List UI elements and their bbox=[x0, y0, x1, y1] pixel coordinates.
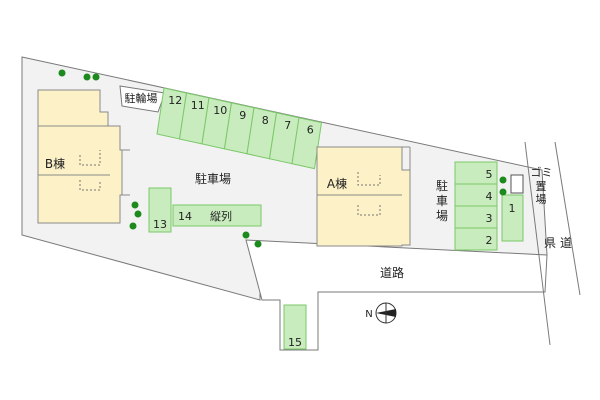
tree-icon bbox=[131, 201, 139, 209]
svg-text:駐: 駐 bbox=[436, 178, 448, 193]
parking-space-label: 6 bbox=[307, 124, 314, 137]
parking-space-14: 14 縦列 bbox=[172, 204, 262, 227]
building-b-label: B棟 bbox=[45, 156, 65, 171]
bicycle-parking-label: 駐輪場 bbox=[125, 91, 158, 105]
parking-space-label: 11 bbox=[191, 99, 205, 112]
tree-icon bbox=[129, 222, 137, 230]
tandem-label: 縦列 bbox=[210, 209, 232, 223]
parking-space-label: 7 bbox=[284, 119, 291, 132]
svg-text:13: 13 bbox=[153, 218, 167, 231]
svg-text:県: 県 bbox=[544, 236, 556, 250]
tree-icon bbox=[134, 210, 142, 218]
parking-space-label: 10 bbox=[213, 104, 227, 117]
tree-icon bbox=[499, 176, 507, 184]
trees bbox=[58, 69, 507, 248]
parking-space-label: 12 bbox=[168, 94, 182, 107]
tree-icon bbox=[499, 188, 507, 196]
svg-text:1: 1 bbox=[509, 202, 516, 215]
parking-space-2 bbox=[454, 227, 498, 251]
building-a: A棟 bbox=[316, 146, 411, 247]
parking-right-label: 駐 車 場 bbox=[436, 178, 448, 223]
svg-text:15: 15 bbox=[288, 336, 302, 349]
parking-main-label: 駐車場 bbox=[195, 171, 231, 186]
bicycle-parking-area bbox=[119, 85, 166, 113]
svg-text:ミ: ミ bbox=[542, 166, 553, 179]
parking-space-label: 9 bbox=[239, 109, 246, 122]
parking-space-label: 2 bbox=[486, 234, 493, 247]
svg-text:道: 道 bbox=[560, 236, 572, 250]
compass-icon: N bbox=[365, 302, 397, 324]
building-a-label: A棟 bbox=[327, 176, 347, 191]
prefectural-road-edge-right bbox=[554, 141, 581, 296]
tree-icon bbox=[83, 73, 91, 81]
parking-space-6 bbox=[291, 117, 323, 170]
road-label: 道路 bbox=[380, 265, 404, 280]
svg-text:14: 14 bbox=[178, 210, 192, 223]
svg-text:ゴ: ゴ bbox=[531, 165, 542, 179]
parking-space-label: 4 bbox=[486, 190, 493, 203]
tree-icon bbox=[58, 69, 66, 77]
parking-space-1: 1 bbox=[501, 194, 524, 242]
parking-space-label: 5 bbox=[486, 168, 493, 181]
top-row-parking: 12 11 10 9 8 7 6 bbox=[156, 87, 323, 170]
parking-space-13: 13 bbox=[148, 187, 172, 233]
tree-icon bbox=[92, 73, 100, 81]
svg-text:N: N bbox=[365, 309, 372, 320]
tree-icon bbox=[242, 231, 250, 239]
road bbox=[245, 239, 548, 351]
prefectural-road-label: 県 道 bbox=[544, 236, 572, 250]
svg-text:場: 場 bbox=[436, 209, 448, 223]
svg-text:置: 置 bbox=[536, 180, 547, 193]
tree-icon bbox=[254, 240, 262, 248]
parking-space-label: 3 bbox=[486, 212, 493, 225]
parking-space-15: 15 bbox=[283, 304, 307, 350]
garbage-area: ゴ ミ 置 場 bbox=[510, 165, 553, 206]
svg-text:車: 車 bbox=[436, 194, 448, 208]
prefectural-road-edge-left bbox=[524, 141, 551, 346]
right-parking-stack: 5 4 3 2 bbox=[454, 161, 498, 251]
parking-space-label: 8 bbox=[262, 114, 269, 127]
svg-text:場: 場 bbox=[536, 193, 547, 206]
building-b: B棟 bbox=[37, 89, 130, 224]
